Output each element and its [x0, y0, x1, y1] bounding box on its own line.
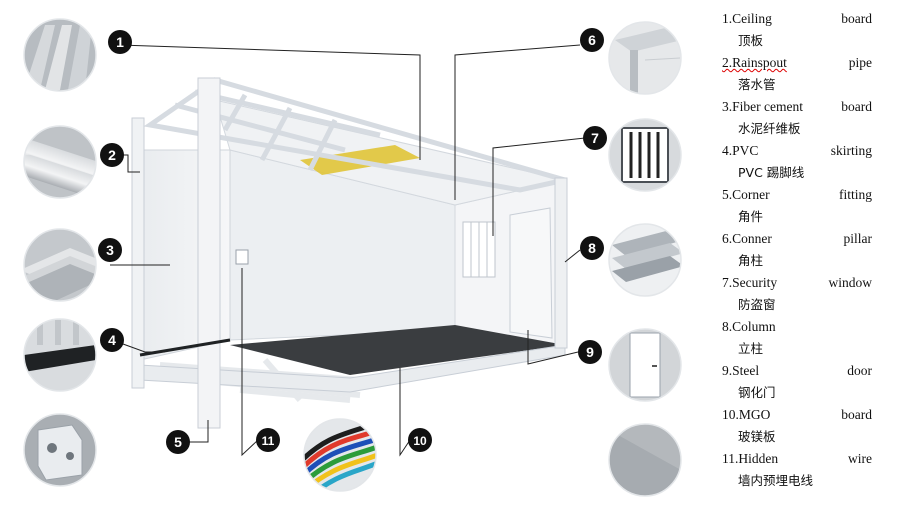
badge-4: 4 — [100, 328, 124, 352]
badge-label: 7 — [591, 130, 599, 146]
badge-11: 11 — [256, 428, 280, 452]
legend-item-rainspout-pipe: 2.Rainspout pipe 落水管 — [722, 54, 897, 98]
leader-6 — [454, 44, 581, 200]
legend-en: 6.Conner — [722, 231, 772, 246]
legend-item-fiber-cement-board: 3.Fiber cement board 水泥纤维板 — [722, 98, 897, 142]
thumb-corner-pillar — [609, 22, 681, 94]
badge-10: 10 — [408, 428, 432, 452]
legend-item-hidden-wire: 11.Hidden wire 墙内预埋电线 — [722, 450, 897, 494]
legend-en: 5.Corner — [722, 187, 770, 202]
legend-zh: 墙内预埋电线 — [738, 473, 814, 488]
legend-en-2: pipe — [848, 55, 872, 70]
legend-item-corner-fitting: 5.Corner fitting 角件 — [722, 186, 897, 230]
legend-item-mgo-board: 10.MGO board 玻镁板 — [722, 406, 897, 450]
legend-zh: 角柱 — [738, 253, 764, 268]
thumb-mgo-board — [609, 424, 681, 496]
legend-en-2: board — [841, 99, 872, 114]
legend-en-2: board — [841, 11, 872, 26]
legend-item-column: 8.Column 立柱 — [722, 318, 897, 362]
legend-en: 3.Fiber cement — [722, 99, 803, 114]
legend-item-pvc-skirting: 4.PVC skirting PVC 踢脚线 — [722, 142, 897, 186]
legend-item-ceiling-board: 1.Ceiling board 顶板 — [722, 10, 897, 54]
thumb-pvc-skirting — [24, 319, 96, 391]
thumb-corner-fitting — [24, 414, 96, 486]
legend-en: 8.Column — [722, 319, 776, 334]
legend-en: 7.Security — [722, 275, 778, 290]
leader-10 — [399, 368, 411, 457]
thumb-hidden-wire — [304, 419, 376, 491]
badge-6: 6 — [580, 28, 604, 52]
legend-en-2: window — [828, 275, 873, 290]
floor — [230, 325, 565, 375]
badge-label: 5 — [174, 434, 182, 450]
legend-zh: 角件 — [738, 209, 764, 224]
badge-label: 10 — [413, 434, 427, 448]
badge-3: 3 — [98, 238, 122, 262]
legend-en: 1.Ceiling — [722, 11, 772, 26]
legend-en-2: board — [841, 407, 872, 422]
legend-zh: 防盗窗 — [738, 297, 776, 312]
badge-5: 5 — [166, 430, 190, 454]
legend-zh: 玻镁板 — [738, 429, 776, 444]
thumb-steel-door — [609, 329, 681, 401]
leader-11 — [241, 268, 259, 457]
legend-en-2: skirting — [830, 143, 872, 158]
container-house — [131, 77, 568, 429]
thumb-column — [609, 224, 681, 296]
legend-en: 10.MGO — [722, 407, 771, 422]
front-mid-pillar — [197, 77, 221, 429]
leader-9 — [527, 330, 579, 365]
legend-zh: 立柱 — [738, 341, 764, 356]
house-door — [509, 207, 553, 339]
badge-label: 4 — [108, 332, 116, 348]
leader-1 — [119, 44, 421, 160]
badge-1: 1 — [108, 30, 132, 54]
legend-item-corner-pillar: 6.Conner pillar 角柱 — [722, 230, 897, 274]
thumb-outlines — [23, 18, 682, 497]
legend-en-2: pillar — [843, 231, 873, 246]
badge-7: 7 — [583, 126, 607, 150]
badge-label: 8 — [588, 240, 596, 256]
legend-en-2: wire — [848, 451, 872, 466]
legend-en-2: door — [847, 363, 872, 378]
badge-label: 11 — [262, 434, 275, 448]
legend-en: 4.PVC — [722, 143, 759, 158]
thumb-security-window — [609, 119, 681, 191]
legend-item-steel-door: 9.Steel door 钢化门 — [722, 362, 897, 406]
thumb-fiber-cement-board — [24, 229, 96, 301]
badge-label: 2 — [108, 147, 116, 163]
badge-2: 2 — [100, 143, 124, 167]
badge-9: 9 — [578, 340, 602, 364]
legend-en: 9.Steel — [722, 363, 760, 378]
leader-8 — [564, 249, 581, 263]
legend-zh: 水泥纤维板 — [738, 121, 801, 136]
badge-label: 3 — [106, 242, 114, 258]
badge-label: 6 — [588, 32, 596, 48]
legend-en: 11.Hidden — [722, 451, 779, 466]
front-left-pillar — [131, 117, 145, 389]
legend-zh: 顶板 — [738, 33, 764, 48]
legend-en-2: fitting — [839, 187, 872, 202]
house-security-window — [462, 221, 496, 278]
wall-socket — [235, 249, 249, 265]
legend-en: 2.Rainspout — [722, 55, 787, 70]
badge-8: 8 — [580, 236, 604, 260]
thumb-rainspout-pipe — [24, 126, 96, 198]
badge-label: 9 — [586, 344, 594, 360]
legend-zh: 钢化门 — [738, 385, 776, 400]
thumb-ceiling-board — [24, 19, 96, 91]
legend-zh: PVC 踢脚线 — [738, 165, 805, 180]
leader-7 — [492, 137, 586, 236]
legend-item-security-window: 7.Security window 防盗窗 — [722, 274, 897, 318]
badge-label: 1 — [116, 34, 124, 50]
legend-zh: 落水管 — [738, 77, 776, 92]
parts-legend: 1.Ceiling board 顶板 2.Rainspout pipe 落水管 3.… — [722, 10, 897, 494]
back-right-pillar — [554, 177, 568, 349]
